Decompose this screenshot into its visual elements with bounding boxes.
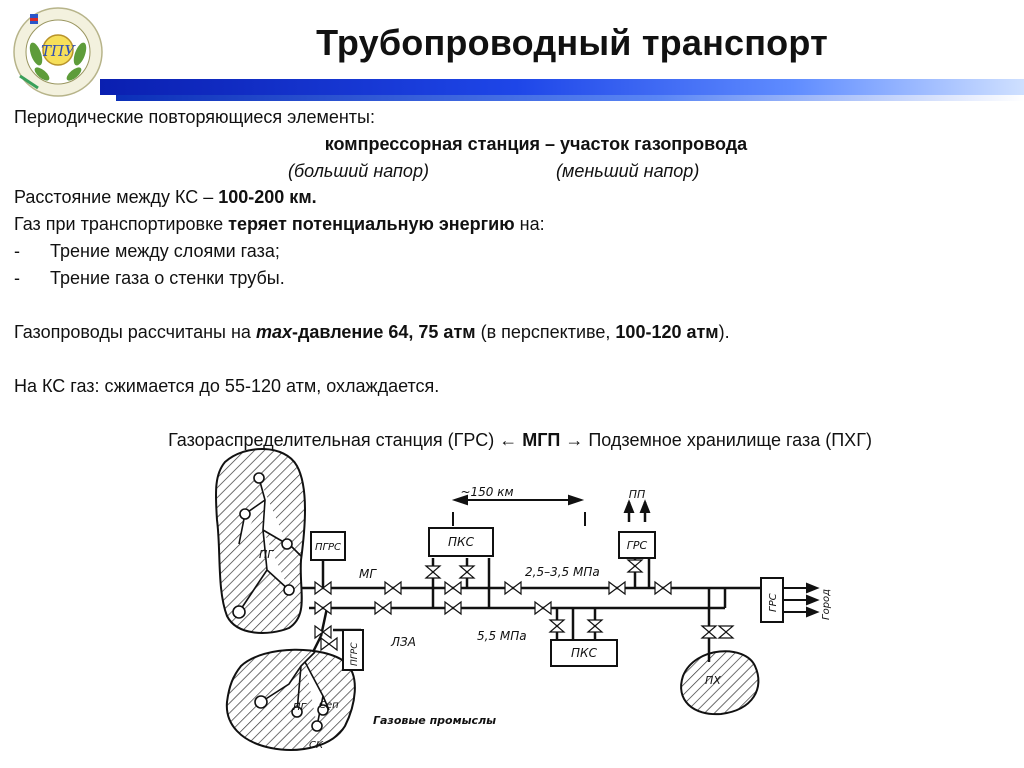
lza-label: ЛЗА [390, 635, 416, 649]
list-dash: - [14, 241, 20, 261]
energy-suffix: на: [514, 214, 545, 234]
university-logo: ТПУ [13, 7, 103, 97]
title-accent-bar [100, 79, 1024, 95]
pgrs-top-label: ПГРС [315, 542, 341, 553]
pxg-label: → Подземное хранилище газа (ПХГ) [560, 430, 872, 450]
pp-label: ПП [629, 488, 646, 501]
intro-line: Периодические повторяющиеся элементы: [14, 107, 375, 127]
pressure-label: Газопроводы рассчитаны на [14, 322, 256, 342]
slide-body: Периодические повторяющиеся элементы: ко… [14, 104, 1014, 454]
grs-line: Газораспределительная станция (ГРС) ← МГ… [14, 427, 1014, 454]
pressure-outlet-label: 5,5 МПа [477, 629, 527, 643]
list-item-text: Трение между слоями газа; [50, 241, 280, 261]
sep-label: Сеп [319, 700, 339, 711]
grs-right-label: ГРС [768, 593, 779, 612]
grs-label: Газораспределительная станция (ГРС) ← [168, 430, 523, 450]
pgrs-top-box [310, 531, 346, 561]
pks-bottom-box [550, 639, 618, 667]
list-dash: - [14, 268, 20, 288]
pg-top-label: ПГ [259, 548, 274, 561]
title-accent-underline [116, 95, 1024, 101]
storage-field [680, 650, 760, 716]
city-label: Город [821, 589, 832, 620]
elements-text: компрессорная станция – участок газопров… [324, 134, 748, 154]
low-pressure-caption: (меньший напор) [556, 161, 700, 181]
distance-value: 100-200 км. [218, 187, 317, 207]
slide-header: ТПУ Трубопроводный транспорт [0, 0, 1024, 101]
pressure-line: Газопроводы рассчитаны на max-давление 6… [14, 319, 1014, 346]
list-item: - Трение газа о стенки трубы. [14, 265, 1014, 292]
fields-label: Газовые промыслы [373, 714, 496, 727]
slide-title: Трубопроводный транспорт [316, 22, 828, 63]
energy-line: Газ при транспортировке теряет потенциал… [14, 211, 1014, 238]
gas-field-top [215, 448, 306, 634]
svg-text:ТПУ: ТПУ [41, 42, 76, 60]
px-label: ПХ [705, 674, 721, 687]
list-item: - Трение между слоями газа; [14, 238, 1014, 265]
grs-top-box [618, 531, 656, 559]
gas-transport-diagram: ~150 км ПКС ПКС ПГРС ПГРС ГРС ГРС ПП МГ … [215, 448, 832, 751]
pks-top-box [428, 527, 494, 557]
list-item-text: Трение газа о стенки трубы. [50, 268, 285, 288]
pks-top-label: ПКС [448, 535, 475, 549]
pressure-max: max [255, 322, 292, 342]
pressure-end: ). [718, 322, 730, 342]
sk-label: СК [309, 740, 324, 751]
pgrs-bottom-box [342, 629, 364, 671]
energy-emphasis: теряет потенциальную энергию [228, 214, 515, 234]
grs-top-label: ГРС [627, 539, 648, 552]
elements-line: компрессорная станция – участок газопров… [14, 131, 1014, 158]
high-pressure-caption: (больший напор) [288, 161, 429, 181]
ks-line: На КС газ: сжимается до 55-120 атм, охла… [14, 376, 440, 396]
distance-line: Расстояние между КС – 100-200 км. [14, 184, 1014, 211]
pressure-range-label: 2,5–3,5 МПа [525, 565, 600, 579]
energy-label: Газ при транспортировке [14, 214, 229, 234]
distance-label: ~150 км [460, 485, 513, 499]
pg-bottom-label: ПГ [293, 702, 308, 713]
distance-label: Расстояние между КС – [14, 187, 219, 207]
gas-field-bottom [225, 648, 356, 751]
pressure-future: 100-120 атм [615, 322, 719, 342]
pressure-value: -давление 64, 75 атм [291, 322, 476, 342]
pressure-captions: (больший напор) (меньший напор) [14, 158, 1014, 184]
pressure-mid: (в перспективе, [475, 322, 616, 342]
mg-label: МГ [359, 567, 377, 581]
pks-bottom-label: ПКС [571, 646, 598, 660]
mgp-label: МГП [522, 430, 561, 450]
pgrs-bottom-label: ПГРС [350, 642, 360, 666]
